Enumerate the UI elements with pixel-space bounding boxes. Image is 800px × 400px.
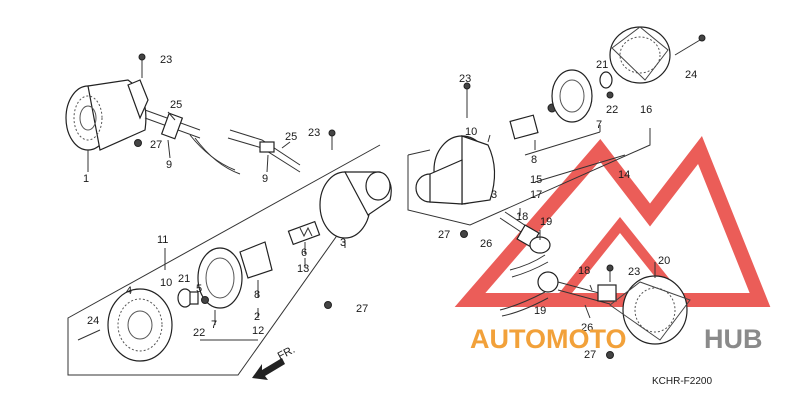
callout-label: 7 [596, 119, 602, 131]
callout-label: 4 [126, 285, 132, 297]
callout-label: 24 [685, 69, 697, 81]
callout-label: 6 [301, 247, 307, 259]
callout-label: 16 [640, 104, 652, 116]
callout-label: 21 [178, 273, 190, 285]
diagram-code: KCHR-F2200 [652, 376, 712, 387]
callout-label: 8 [254, 289, 260, 301]
watermark-text-left: AUTOMOTO [470, 324, 627, 354]
callout-label: 3 [340, 237, 346, 249]
callout-label: 5 [196, 283, 202, 295]
callout-label: 10 [465, 126, 477, 138]
callout-label: 18 [516, 211, 528, 223]
right-rear-housing [415, 135, 496, 205]
callout-label: 26 [480, 238, 492, 250]
callout-label: 27 [150, 139, 162, 151]
callout-label: 14 [618, 169, 630, 181]
callout-label: 25 [285, 131, 297, 143]
callout-label: 18 [578, 265, 590, 277]
callout-label: 13 [297, 263, 309, 275]
front-direction-label: FR. [276, 344, 297, 363]
lower-lens-unit [107, 288, 173, 362]
callout-label: 3 [491, 189, 497, 201]
callout-label: 2 [254, 311, 260, 323]
front-lens-unit [65, 79, 149, 151]
callout-label: 7 [211, 319, 217, 331]
callout-label: 20 [658, 255, 670, 267]
callout-label: 9 [166, 159, 172, 171]
callout-label: 22 [606, 104, 618, 116]
callout-label: 21 [596, 59, 608, 71]
callout-label: 27 [356, 303, 368, 315]
callout-label: 27 [584, 349, 596, 361]
callout-label: 15 [530, 174, 542, 186]
callout-label: 10 [160, 277, 172, 289]
right-assembly-outline [407, 128, 651, 226]
callout-label: 1 [83, 173, 89, 185]
callout-label: 23 [160, 54, 172, 66]
callout-label: 25 [170, 99, 182, 111]
callout-label: 17 [530, 189, 542, 201]
callout-label: 19 [540, 216, 552, 228]
callout-label: 12 [252, 325, 264, 337]
front-direction-arrow-icon [252, 358, 285, 380]
callout-label: 23 [459, 73, 471, 85]
callout-label: 27 [438, 229, 450, 241]
callout-label: 19 [534, 305, 546, 317]
watermark-text-right: HUB [704, 324, 763, 354]
callout-label: 23 [308, 127, 320, 139]
upper-right-lens [609, 26, 671, 84]
callout-label: 24 [87, 315, 99, 327]
callout-label: 8 [531, 154, 537, 166]
callout-label: 9 [262, 173, 268, 185]
callout-label: 22 [193, 327, 205, 339]
rear-housing [319, 171, 392, 239]
watermark-logo-icon [454, 135, 771, 307]
callout-label: 26 [581, 322, 593, 334]
callout-label: 23 [628, 266, 640, 278]
callout-label: 11 [157, 234, 168, 246]
left-assembly-outline [67, 144, 381, 376]
watermark-text: AUTOMOTO HUB [470, 324, 763, 354]
callout-labels: 1 23 25 27 9 9 25 23 11 3 6 13 10 21 4 8… [83, 54, 697, 361]
